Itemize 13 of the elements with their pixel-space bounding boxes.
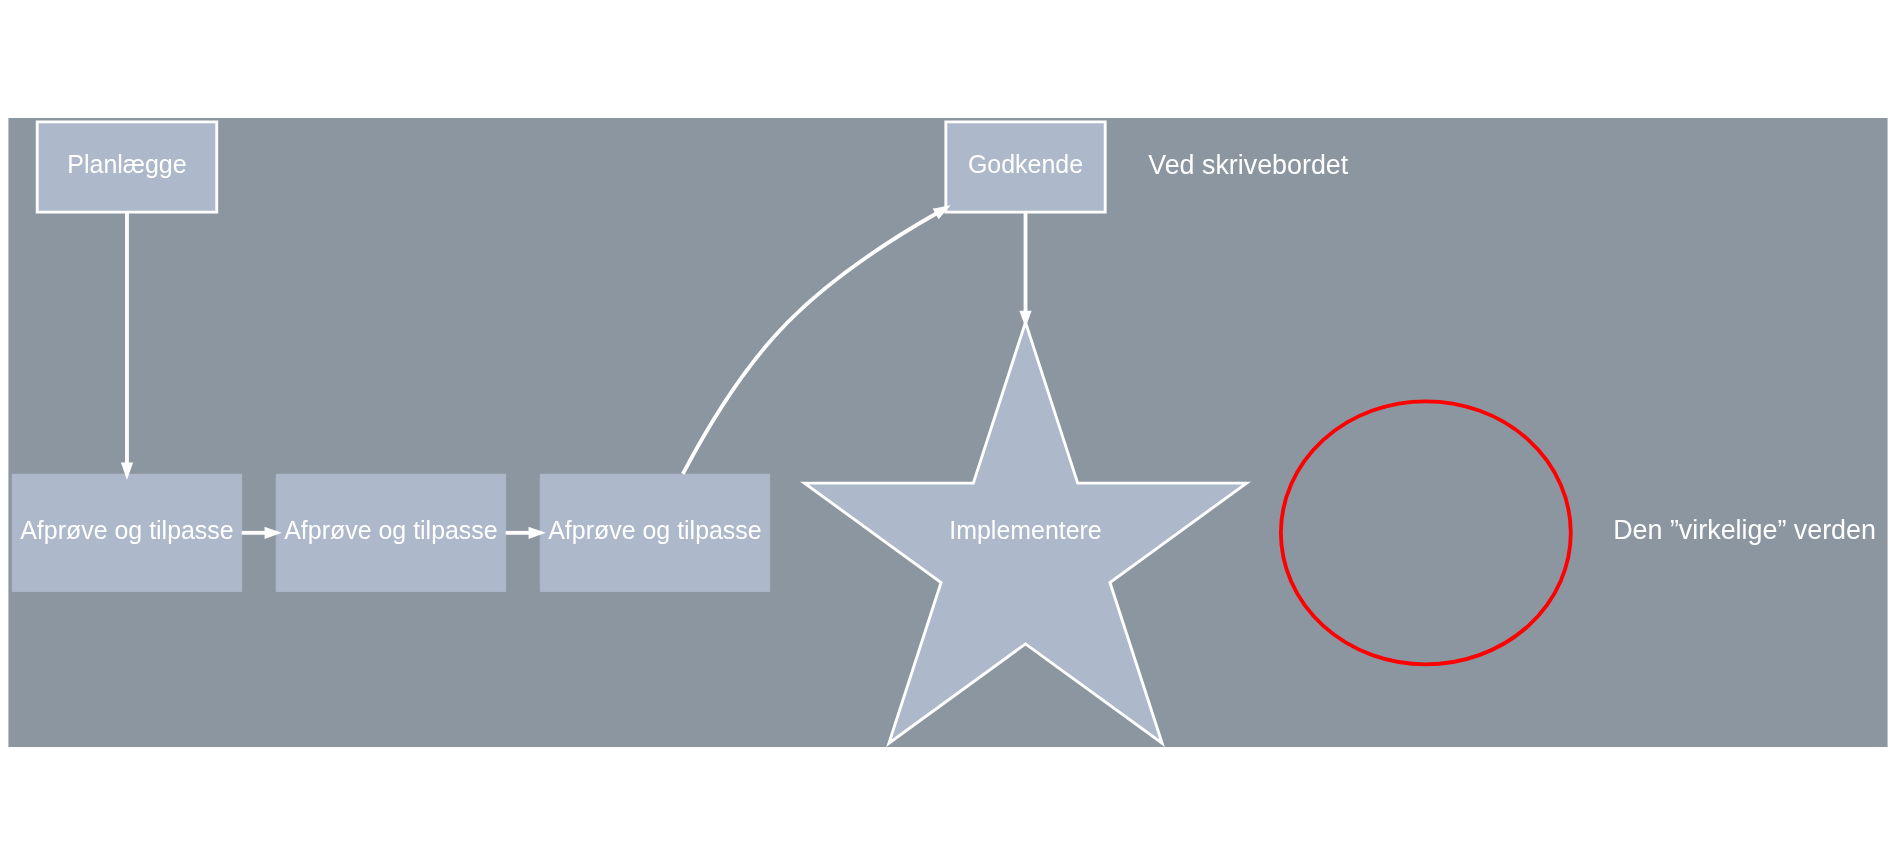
node-circle xyxy=(1278,399,1573,667)
node-box: Godkende xyxy=(944,120,1107,214)
arrow xyxy=(681,205,951,475)
node-box: Planlægge xyxy=(35,120,219,214)
arrow xyxy=(120,212,134,480)
arrow xyxy=(505,526,546,539)
arrow xyxy=(241,526,282,539)
node-box: Afprøve og tilpasse xyxy=(275,473,507,592)
label: Ved skrivebordet xyxy=(1148,149,1349,180)
node-box: Afprøve og tilpasse xyxy=(11,473,243,592)
arrow xyxy=(1019,212,1032,329)
node-box: Afprøve og tilpasse xyxy=(539,473,771,592)
label: Den ”virkelige” verden xyxy=(1613,515,1876,546)
